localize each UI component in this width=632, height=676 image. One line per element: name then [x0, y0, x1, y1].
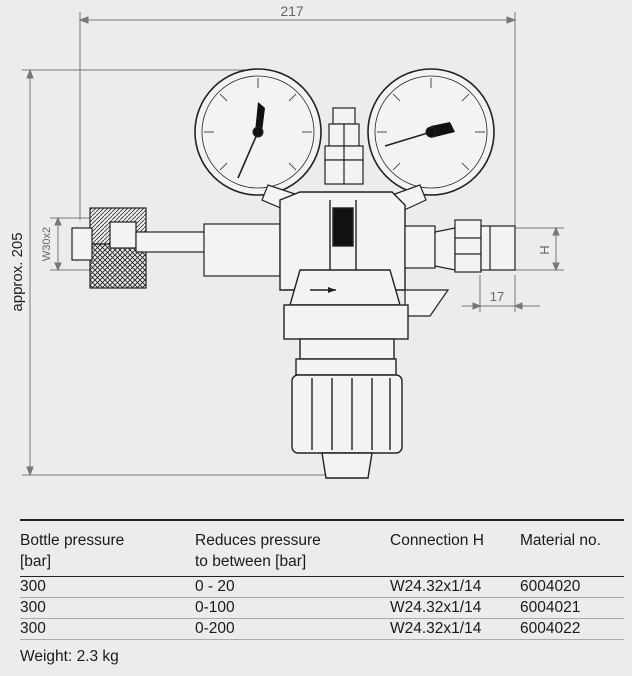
table-header-row: Bottle pressure [bar] Reduces pressure t…: [20, 521, 624, 576]
header-reduced-pressure: Reduces pressure to between [bar]: [195, 532, 321, 570]
cell-reduced-pressure: 0 - 20: [195, 578, 235, 595]
cell-reduced-pressure: 0-200: [195, 620, 235, 637]
cell-bottle-pressure: 300: [20, 578, 46, 595]
dimension-inlet: [50, 216, 90, 272]
cell-material-no: 6004022: [520, 620, 581, 637]
table-row: 300 0 - 20 W24.32x1/14 6004020: [20, 577, 624, 598]
cell-bottle-pressure: 300: [20, 599, 46, 616]
header-material-no: Material no.: [520, 532, 601, 549]
outlet-connection: [404, 219, 516, 317]
technical-drawing: 217 approx. 205 W30x2 H 17: [9, 3, 564, 479]
high-pressure-gauge: [194, 68, 322, 213]
dimension-height: [22, 68, 340, 477]
dimension-inlet-label: W30x2: [41, 227, 53, 261]
dimension-outlet-h-label: H: [537, 245, 552, 254]
cell-bottle-pressure: 300: [20, 620, 46, 637]
table-row: 300 0-100 W24.32x1/14 6004021: [20, 598, 624, 619]
cell-connection: W24.32x1/14: [390, 620, 482, 637]
regulator-body: [279, 191, 406, 291]
table-top-rule: [20, 519, 624, 521]
dimension-width: [78, 12, 517, 230]
adjusting-knob: [291, 374, 403, 479]
safety-valve: [324, 107, 364, 185]
specification-table: Bottle pressure [bar] Reduces pressure t…: [20, 519, 624, 666]
header-connection: Connection H: [390, 532, 484, 549]
dimension-height-label: approx. 205: [9, 232, 26, 311]
inlet-nut: [71, 207, 147, 289]
dimension-outlet-length: [462, 275, 540, 312]
low-pressure-gauge: [367, 68, 495, 213]
cell-connection: W24.32x1/14: [390, 599, 482, 616]
cell-material-no: 6004021: [520, 599, 581, 616]
weight-label: Weight: 2.3 kg: [20, 648, 119, 665]
table-row: 300 0-200 W24.32x1/14 6004022: [20, 619, 624, 640]
header-bottle-pressure: Bottle pressure [bar]: [20, 532, 125, 570]
bonnet: [283, 269, 409, 376]
table-header-rule: [20, 576, 624, 577]
cell-reduced-pressure: 0-100: [195, 599, 235, 616]
dimension-width-label: 217: [280, 3, 304, 19]
inlet-pipe: [135, 223, 281, 277]
cell-connection: W24.32x1/14: [390, 578, 482, 595]
dimension-outlet-length-label: 17: [490, 289, 504, 304]
dimension-outlet-h: [515, 226, 564, 272]
cell-material-no: 6004020: [520, 578, 581, 595]
